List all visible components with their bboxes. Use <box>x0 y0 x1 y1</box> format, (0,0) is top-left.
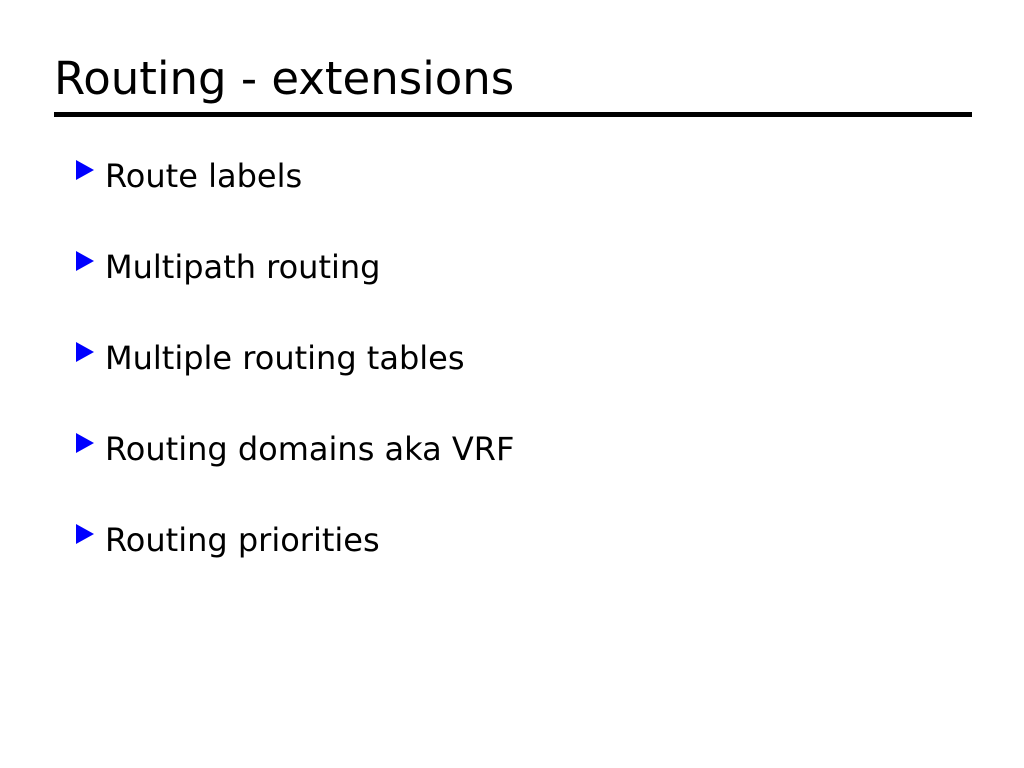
triangle-right-icon <box>76 160 94 180</box>
list-item[interactable]: Routing domains aka VRF <box>76 429 514 469</box>
triangle-right-icon <box>76 251 94 271</box>
list-item-label: Routing domains aka VRF <box>105 430 515 468</box>
list-item[interactable]: Routing priorities <box>76 520 380 560</box>
page-title: Routing - extensions <box>54 52 515 105</box>
list-item-label: Routing priorities <box>105 521 380 559</box>
list-item-label: Multipath routing <box>105 248 381 286</box>
triangle-right-icon <box>76 342 94 362</box>
list-item[interactable]: Route labels <box>76 156 302 196</box>
list-item[interactable]: Multipath routing <box>76 247 380 287</box>
triangle-right-icon <box>76 524 94 544</box>
list-item-label: Multiple routing tables <box>105 339 465 377</box>
triangle-right-icon <box>76 433 94 453</box>
list-item-label: Route labels <box>105 157 303 195</box>
list-item[interactable]: Multiple routing tables <box>76 338 465 378</box>
title-underline-rule <box>54 112 972 117</box>
